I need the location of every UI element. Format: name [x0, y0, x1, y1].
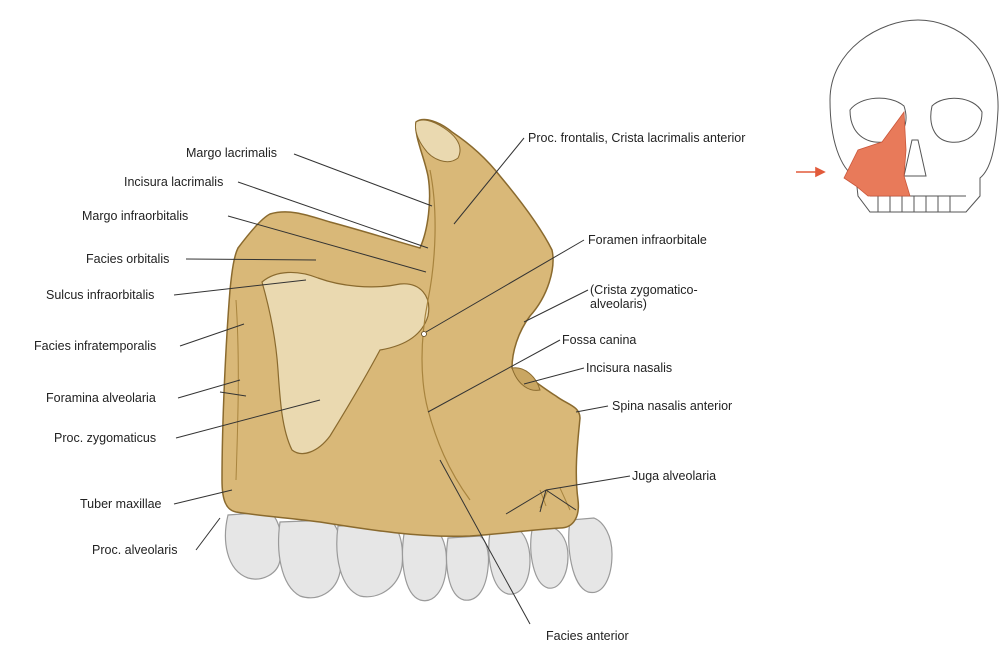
label-margo-infraorbitalis: Margo infraorbitalis — [82, 209, 188, 223]
leader-incisura-nasalis — [524, 368, 584, 384]
tooth-incisor-central — [569, 518, 612, 593]
leader-proc-alveolaris — [196, 518, 220, 550]
label-juga-alveolaria: Juga alveolaria — [632, 469, 716, 483]
skull-maxilla-highlight — [844, 112, 910, 196]
label-proc-zygomaticus: Proc. zygomaticus — [54, 431, 156, 445]
label-facies-infratemporalis: Facies infratemporalis — [34, 339, 156, 353]
label-tuber-maxillae: Tuber maxillae — [80, 497, 162, 511]
skull-nasal — [904, 140, 926, 176]
label-fossa-canina: Fossa canina — [562, 333, 636, 347]
tooth-premolar-2 — [403, 532, 447, 601]
label-sulcus-infraorbitalis: Sulcus infraorbitalis — [46, 288, 154, 302]
label-incisura-nasalis: Incisura nasalis — [586, 361, 672, 375]
label-foramen-infraorbitale: Foramen infraorbitale — [588, 233, 707, 247]
leader-margo-lacrimalis — [294, 154, 432, 206]
label-proc-frontalis: Proc. frontalis, Crista lacrimalis anter… — [528, 131, 745, 145]
label-incisura-lacrimalis: Incisura lacrimalis — [124, 175, 223, 189]
skull-teeth-line — [870, 196, 966, 212]
label-proc-alveolaris: Proc. alveolaris — [92, 543, 177, 557]
label-foramina-alveolaria: Foramina alveolaria — [46, 391, 156, 405]
tooth-molar-3 — [225, 512, 281, 579]
skull-overview — [830, 20, 998, 212]
tooth-molar-1 — [337, 524, 403, 597]
foramen-infraorbitale-mark — [422, 332, 427, 337]
label-facies-orbitalis: Facies orbitalis — [86, 252, 169, 266]
tooth-incisor-lateral — [531, 528, 568, 588]
pointer-arrow — [796, 168, 824, 176]
label-facies-anterior: Facies anterior — [546, 629, 629, 643]
tooth-molar-2 — [279, 520, 342, 598]
skull-orbit-right — [931, 98, 982, 142]
maxilla-bone — [222, 120, 580, 537]
label-crista-zygomatico: (Crista zygomatico- alveolaris) — [590, 283, 698, 311]
label-spina-nasalis: Spina nasalis anterior — [612, 399, 732, 413]
tooth-premolar-1 — [447, 536, 489, 600]
leader-spina-nasalis — [576, 406, 608, 412]
label-margo-lacrimalis: Margo lacrimalis — [186, 146, 277, 160]
